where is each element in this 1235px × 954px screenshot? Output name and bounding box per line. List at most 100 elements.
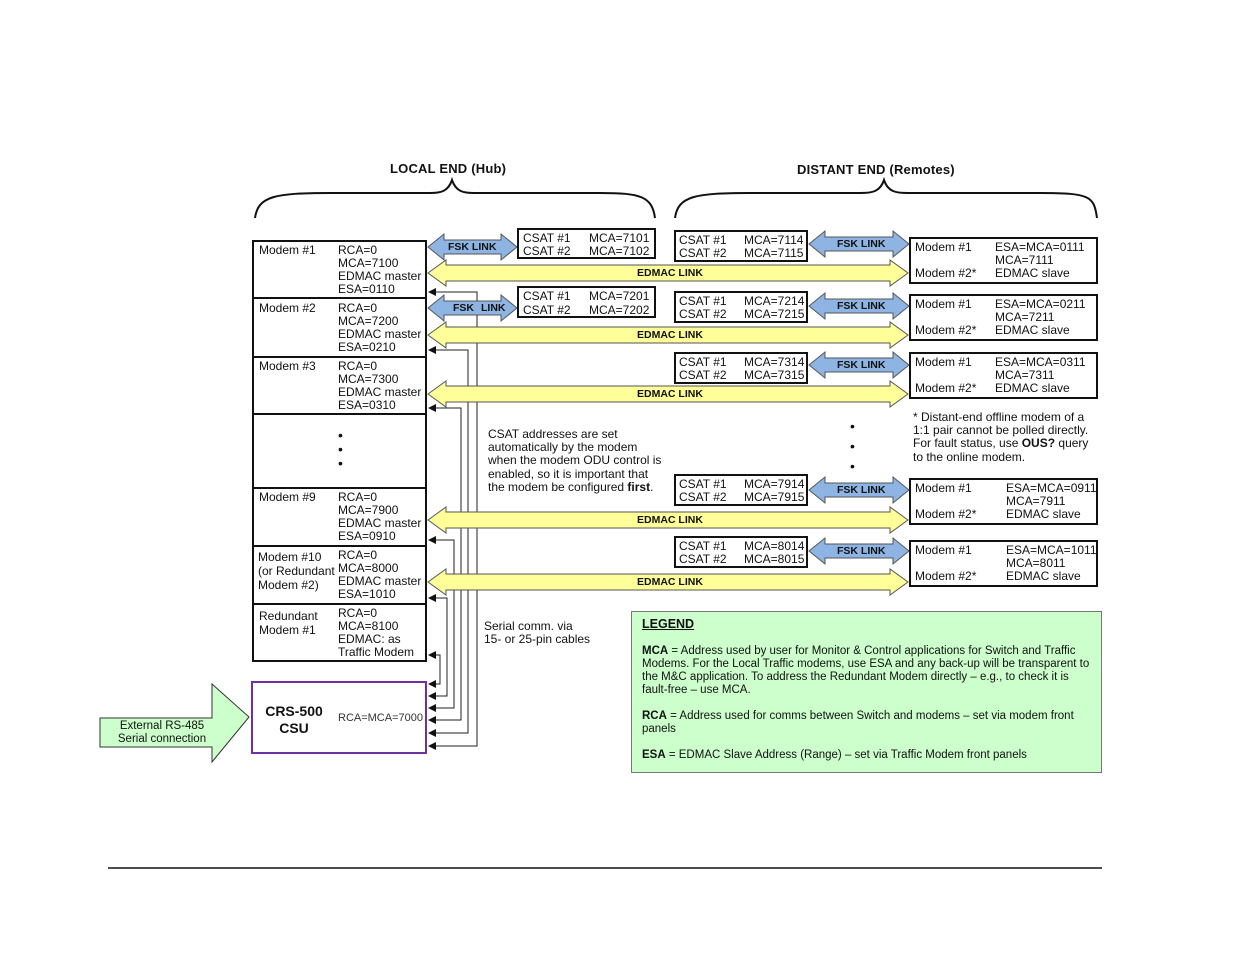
fsk-link-arrows xyxy=(427,229,910,566)
external-label-line: Serial connection xyxy=(117,733,207,745)
divider xyxy=(252,297,427,299)
local-modem-1-values: RCA=0 MCA=7100 EDMAC master ESA=0110 xyxy=(338,244,421,296)
fsk-link-label: FSK LINK xyxy=(837,484,886,496)
csat-mca: MCA=7215 xyxy=(744,307,805,321)
modem-name: Modem #2* xyxy=(915,507,977,521)
legend-term: ESA xyxy=(642,749,666,761)
csat-mca: MCA=7914 xyxy=(744,477,805,491)
modem-name: Modem #9 xyxy=(259,490,316,504)
edmac-link-arrow xyxy=(427,506,909,534)
redundant-modem-1-values: RCA=0 MCA=8100 EDMAC: as Traffic Modem xyxy=(338,607,414,659)
fsk-link-label: LINK xyxy=(481,302,506,314)
edmac-role: EDMAC slave xyxy=(995,381,1070,395)
esa-value: ESA=MCA=0211 xyxy=(995,297,1086,311)
csu-name: CRS-500 CSU xyxy=(259,703,329,737)
local-modem-stack xyxy=(252,240,427,662)
serial-wire xyxy=(436,654,441,685)
external-label-line: External RS-485 xyxy=(119,720,205,732)
edmac-link-label: EDMAC LINK xyxy=(637,388,703,400)
csat-label: CSAT #1 xyxy=(679,355,727,369)
esa-value: ESA=MCA=0911 xyxy=(1006,481,1097,495)
csat-mca: MCA=7115 xyxy=(744,246,804,260)
edmac-link-arrows xyxy=(427,259,909,596)
edmac-link-arrow xyxy=(427,568,909,596)
csat-label: CSAT #2 xyxy=(679,246,727,260)
ellipsis-dot: • xyxy=(338,455,343,471)
note-line: * Distant-end offline modem of a xyxy=(913,410,1085,424)
modem-name: Modem #1 xyxy=(915,355,972,369)
edmac-role: EDMAC master xyxy=(338,574,422,588)
mca-value: MCA=7100 xyxy=(338,256,399,270)
csat-label: CSAT #2 xyxy=(523,303,571,317)
serial-wire xyxy=(436,349,469,734)
serial-comm-note: Serial comm. via 15- or 25-pin cables xyxy=(484,619,590,646)
distant-end-brace xyxy=(674,176,1098,219)
external-connection-label: External RS-485 Serial connection xyxy=(103,720,221,746)
rca-value: RCA=0 xyxy=(338,490,378,504)
mca-value: MCA=7200 xyxy=(338,314,399,328)
legend-item-mca: MCA = Address used by user for Monitor &… xyxy=(642,645,1091,697)
legend-box: LEGEND MCA = Address used by user for Mo… xyxy=(631,611,1102,773)
serial-wire xyxy=(436,407,462,721)
edmac-role: EDMAC slave xyxy=(995,266,1070,280)
local-modem-3: Modem #3 xyxy=(259,360,316,373)
divider xyxy=(252,487,427,489)
edmac-link-label: EDMAC LINK xyxy=(637,514,703,526)
local-modem-2-values: RCA=0 MCA=7200 EDMAC master ESA=0210 xyxy=(338,302,421,354)
edmac-link-arrow xyxy=(427,321,909,349)
modem-name: Modem #2* xyxy=(915,569,977,583)
fsk-link-label: FSK LINK xyxy=(448,241,497,253)
wire-arrowhead xyxy=(428,680,436,688)
edmac-role: Traffic Modem xyxy=(338,645,415,659)
redundant-modem-1: Redundant Modem #1 xyxy=(259,609,318,637)
csat-label: CSAT #1 xyxy=(679,539,727,553)
modem-name: Modem #2* xyxy=(915,266,977,280)
csat-mca: MCA=7101 xyxy=(589,231,650,245)
edmac-link-label: EDMAC LINK xyxy=(637,329,703,341)
note-line: . xyxy=(650,479,654,494)
edmac-role: EDMAC master xyxy=(338,269,422,283)
csat-mca: MCA=7315 xyxy=(744,368,805,382)
fsk-link-label: FSK LINK xyxy=(837,300,886,312)
ellipsis-dot: • xyxy=(338,441,343,457)
csat-mca: MCA=7314 xyxy=(744,355,805,369)
mca-value: MCA=7211 xyxy=(995,310,1055,324)
legend-text: = Address used for comms between Switch … xyxy=(642,710,1074,735)
ellipsis-dot: • xyxy=(850,418,855,434)
local-modem-2: Modem #2 xyxy=(259,302,316,315)
serial-wire xyxy=(436,539,455,709)
modem-name: Modem #2) xyxy=(258,578,319,592)
distant-end-header: DISTANT END (Remotes) xyxy=(797,162,955,177)
esa-value: ESA=MCA=1011 xyxy=(1006,543,1097,557)
ellipsis-dot: • xyxy=(850,438,855,454)
esa-value: ESA=0910 xyxy=(338,529,396,543)
modem-name: Modem #1 xyxy=(259,243,316,257)
note-line: query xyxy=(1055,436,1089,451)
local-end-brace xyxy=(254,176,656,219)
external-connection-arrow xyxy=(99,682,250,764)
local-modem-10: Modem #10 (or Redundant Modem #2) xyxy=(258,550,335,592)
wire-arrowhead xyxy=(428,404,436,412)
edmac-link-arrow xyxy=(427,380,909,408)
note-line: to the online modem. xyxy=(913,449,1026,464)
note-emphasis: OUS? xyxy=(1021,436,1056,451)
local-modem-9-values: RCA=0 MCA=7900 EDMAC master ESA=0910 xyxy=(338,491,421,543)
local-modem-ellipsis: • • • xyxy=(338,428,343,470)
note-line: CSAT addresses are set xyxy=(488,427,618,441)
legend-term: RCA xyxy=(642,710,667,722)
csat-label: CSAT #2 xyxy=(679,552,727,566)
edmac-role: EDMAC slave xyxy=(995,323,1070,337)
fsk-link-label: FSK LINK xyxy=(837,545,886,557)
modem-name: Modem #1 xyxy=(915,481,972,495)
csat-mca: MCA=7201 xyxy=(589,289,650,303)
esa-value: ESA=0210 xyxy=(338,340,396,354)
csat-label: CSAT #2 xyxy=(679,307,727,321)
csu-address: RCA=MCA=7000 xyxy=(338,712,423,724)
esa-value: ESA=0110 xyxy=(338,282,395,296)
esa-value: ESA=MCA=0111 xyxy=(995,240,1085,254)
wire-arrowhead xyxy=(428,288,436,296)
rca-value: RCA=0 xyxy=(338,606,378,620)
